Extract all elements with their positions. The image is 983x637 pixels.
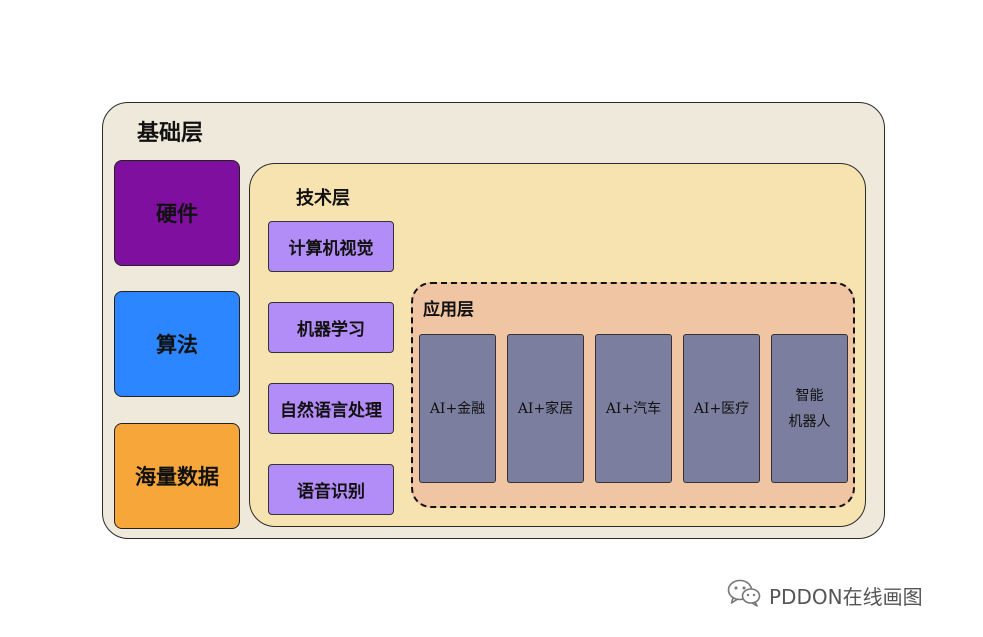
algorithm-box: 算法 <box>114 291 240 397</box>
tech-item-speech-recognition: 语音识别 <box>268 464 394 515</box>
tech-item-label: 语音识别 <box>297 482 365 502</box>
base-layer-title: 基础层 <box>137 120 204 146</box>
tech-item-label: 自然语言处理 <box>280 401 382 421</box>
app-item-label: AI+医疗 <box>693 400 750 417</box>
app-item-label: 智能 机器人 <box>788 387 831 430</box>
watermark-text: PDDON在线画图 <box>769 584 923 609</box>
tech-item-label: 计算机视觉 <box>288 239 374 259</box>
hardware-label: 硬件 <box>156 201 198 226</box>
hardware-box: 硬件 <box>114 160 240 266</box>
tech-item-label: 机器学习 <box>297 320 365 340</box>
app-item-robot: 智能 机器人 <box>771 334 848 483</box>
app-item-medical: AI+医疗 <box>683 334 760 483</box>
algorithm-label: 算法 <box>156 332 198 357</box>
app-item-label: AI+汽车 <box>605 400 662 417</box>
app-item-finance: AI+金融 <box>419 334 496 483</box>
tech-layer-title: 技术层 <box>296 188 350 209</box>
big-data-label: 海量数据 <box>135 464 219 489</box>
app-item-label: AI+家居 <box>517 400 574 417</box>
tech-item-nlp: 自然语言处理 <box>268 383 394 434</box>
tech-item-machine-learning: 机器学习 <box>268 302 394 353</box>
app-layer-title: 应用层 <box>423 300 474 320</box>
app-item-home: AI+家居 <box>507 334 584 483</box>
app-item-label: AI+金融 <box>429 400 486 417</box>
watermark: PDDON在线画图 <box>727 579 923 611</box>
big-data-box: 海量数据 <box>114 423 240 529</box>
wechat-logo-icon <box>727 579 761 611</box>
app-item-automotive: AI+汽车 <box>595 334 672 483</box>
tech-item-computer-vision: 计算机视觉 <box>268 221 394 272</box>
